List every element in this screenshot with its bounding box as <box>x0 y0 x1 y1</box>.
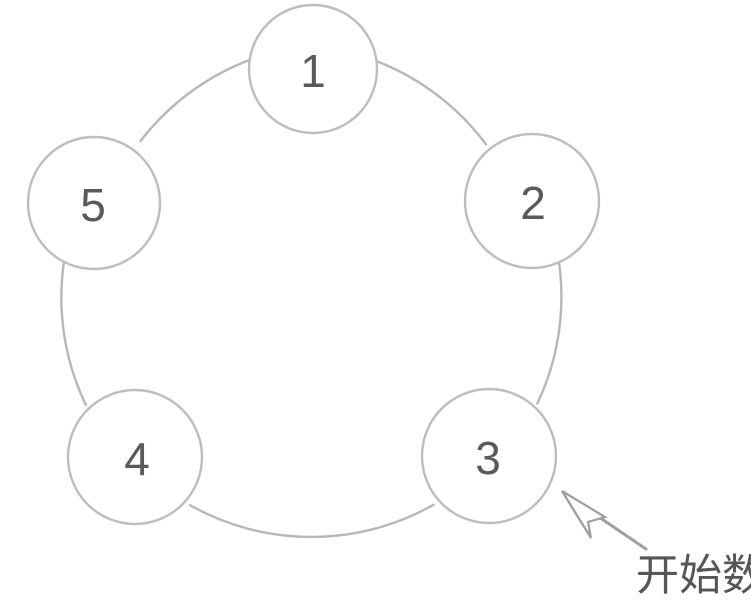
node-1-label: 1 <box>300 45 326 97</box>
node-5-label: 5 <box>80 179 106 231</box>
node-2-label: 2 <box>520 177 546 229</box>
arc-3-to-4 <box>188 503 435 539</box>
ring-connector-group <box>60 58 563 539</box>
node-1[interactable]: 1 <box>247 3 379 135</box>
arc-2-to-3 <box>536 256 563 405</box>
node-4[interactable]: 4 <box>66 388 204 526</box>
node-4-circle[interactable] <box>66 388 204 526</box>
annotation-label: 开始数 <box>636 551 751 601</box>
annotation-arrow <box>561 490 648 551</box>
node-4-label: 4 <box>124 433 150 485</box>
node-3-label: 3 <box>475 432 501 484</box>
node-3[interactable]: 3 <box>420 387 558 525</box>
node-5[interactable]: 5 <box>26 135 162 271</box>
node-1-circle[interactable] <box>247 3 379 135</box>
node-5-circle[interactable] <box>26 135 162 271</box>
arc-5-to-1 <box>139 58 251 143</box>
node-2-circle[interactable] <box>463 132 601 270</box>
arc-4-to-5 <box>60 256 87 406</box>
arc-1-to-2 <box>375 60 488 146</box>
arrow-head-crease <box>561 490 592 539</box>
arrow-head-icon <box>561 490 608 539</box>
node-2[interactable]: 2 <box>463 132 601 270</box>
node-3-circle[interactable] <box>420 387 558 525</box>
